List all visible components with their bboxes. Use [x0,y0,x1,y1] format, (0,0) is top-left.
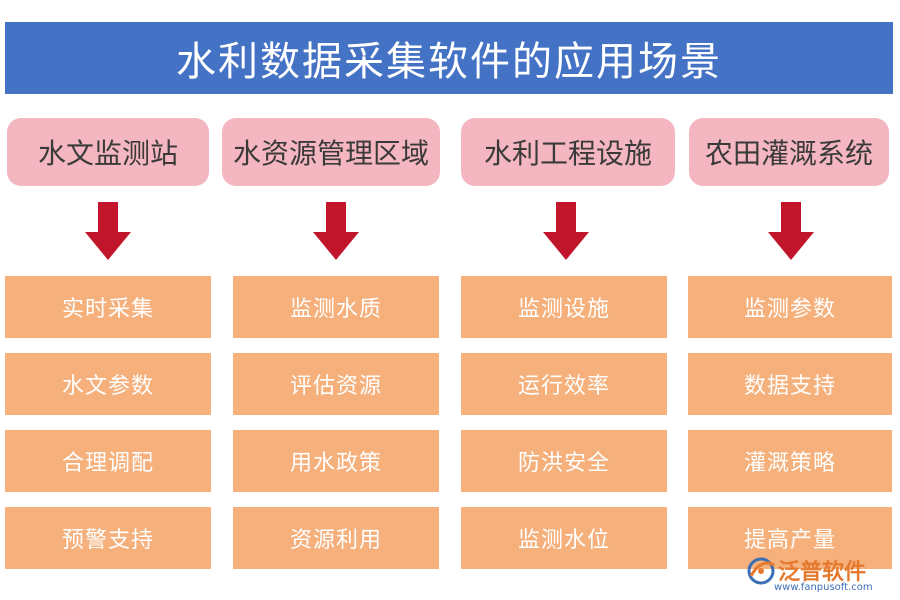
item-box: 灌溉策略 [688,430,892,492]
item-box: 防洪安全 [461,430,667,492]
item-label: 合理调配 [61,451,154,476]
item-label: 用水政策 [289,451,382,476]
category-box-4: 农田灌溉系统 [689,118,889,186]
title-banner: 水利数据采集软件的应用场景 [5,22,893,94]
down-arrow-icon [85,202,131,260]
logo-name: 泛普软件 [778,560,867,585]
down-arrow-icon [768,202,814,260]
item-label: 评估资源 [289,374,382,399]
item-box: 水文参数 [5,353,211,415]
category-label: 水利工程设施 [483,137,652,170]
item-box: 实时采集 [5,276,211,338]
category-box-2: 水资源管理区域 [222,118,440,186]
category-label: 农田灌溉系统 [704,137,873,170]
item-box: 合理调配 [5,430,211,492]
item-box: 运行效率 [461,353,667,415]
item-box: 监测参数 [688,276,892,338]
item-label: 数据支持 [743,374,836,399]
item-label: 资源利用 [289,528,382,553]
diagram-title: 水利数据采集软件的应用场景 [176,39,722,85]
item-label: 监测水质 [289,297,382,322]
item-label: 监测设施 [517,297,610,322]
item-label: 监测水位 [517,528,610,553]
down-arrow-icon [313,202,359,260]
item-box: 提高产量 [688,507,892,569]
item-label: 灌溉策略 [743,451,836,476]
item-label: 水文参数 [61,374,154,399]
fanpu-logo-icon [747,557,775,585]
item-box: 监测水质 [233,276,439,338]
item-label: 实时采集 [61,297,154,322]
category-label: 水资源管理区域 [232,137,429,170]
item-box: 监测水位 [461,507,667,569]
item-label: 预警支持 [61,528,154,553]
item-box: 监测设施 [461,276,667,338]
category-box-3: 水利工程设施 [461,118,675,186]
item-box: 评估资源 [233,353,439,415]
down-arrow-icon [543,202,589,260]
item-box: 资源利用 [233,507,439,569]
category-box-1: 水文监测站 [7,118,209,186]
item-label: 运行效率 [517,374,610,399]
brand-logo: 泛普软件 www.fanpusoft.com [744,554,894,596]
item-box: 用水政策 [233,430,439,492]
logo-url: www.fanpusoft.com [774,582,873,593]
category-label: 水文监测站 [37,137,178,170]
item-label: 提高产量 [743,528,836,553]
item-label: 防洪安全 [517,451,610,476]
item-label: 监测参数 [743,297,836,322]
item-box: 预警支持 [5,507,211,569]
item-box: 数据支持 [688,353,892,415]
